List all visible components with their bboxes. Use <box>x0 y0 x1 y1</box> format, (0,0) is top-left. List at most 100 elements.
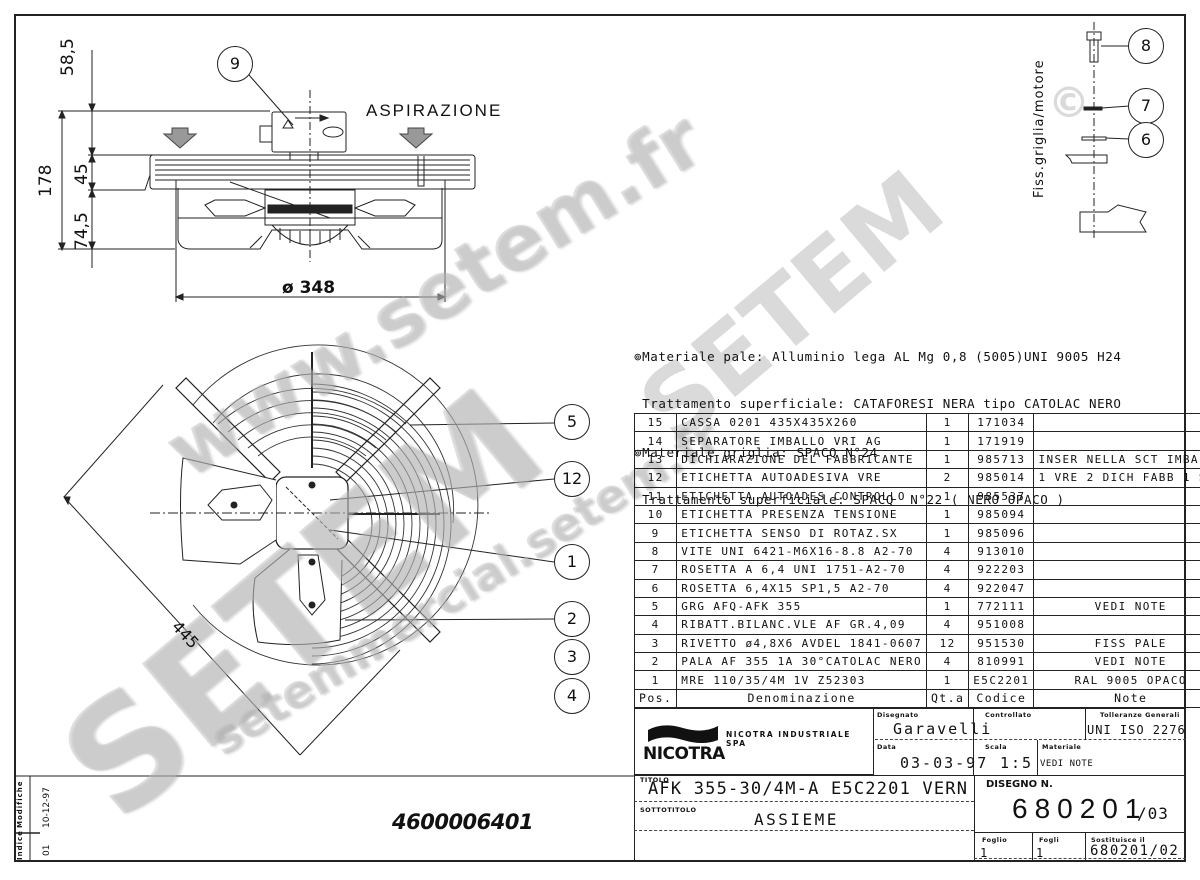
row-denominazione: ETICHETTA AUTOADESIVA VRE <box>676 468 927 488</box>
row-note <box>1033 412 1200 433</box>
row-note <box>1033 504 1200 525</box>
row-codice: 985713 <box>968 449 1035 470</box>
value-fogli: 1 <box>1036 846 1046 860</box>
value-data: 03-03-97 <box>900 754 989 772</box>
company-cell: NICOTRA NICOTRA INDUSTRIALE SPA <box>634 708 874 775</box>
row-pos: 2 <box>633 652 678 672</box>
label-sostituisce: Sostituisce il <box>1091 836 1146 844</box>
row-pos: 9 <box>633 523 678 543</box>
divider <box>634 830 974 831</box>
divider <box>875 739 1186 740</box>
row-note: VEDI NOTE <box>1033 596 1200 617</box>
value-revision: /03 <box>1137 804 1169 823</box>
top-view-fan <box>58 50 476 302</box>
dim-diameter-348: ø 348 <box>282 278 336 298</box>
row-pos: 14 <box>633 431 678 451</box>
balloon-3: 3 <box>554 639 590 675</box>
label-materiale: Materiale <box>1042 743 1082 751</box>
label-indice: Indice <box>16 830 24 860</box>
row-pos: 5 <box>633 596 678 617</box>
dim-74-5: 74,5 <box>72 212 92 250</box>
row-note: FISS PALE <box>1033 633 1200 654</box>
balloon-12: 12 <box>554 461 590 497</box>
row-note: RAL 9005 OPACO <box>1033 670 1200 690</box>
row-note <box>1033 523 1200 543</box>
row-pos: 6 <box>633 578 678 598</box>
value-sostituisce: 680201/02 <box>1090 843 1180 859</box>
row-pos: 3 <box>633 633 678 654</box>
dim-178: 178 <box>36 164 56 197</box>
divider <box>634 775 1186 776</box>
row-pos: 8 <box>633 541 678 562</box>
row-qty: 1 <box>925 504 970 525</box>
dim-45: 45 <box>72 163 92 185</box>
note-line: ⊚Materiale pale: Alluminio lega AL Mg 0,… <box>634 349 1122 364</box>
label-titolo: TITOLO <box>640 776 670 784</box>
row-note <box>1033 431 1200 451</box>
row-codice: 985014 <box>968 468 1035 488</box>
divider <box>1032 832 1033 862</box>
row-codice: 810991 <box>968 652 1035 672</box>
row-qty: 12 <box>925 633 970 654</box>
value-disegno: 680201 <box>1012 793 1148 824</box>
row-qty: 1 <box>925 431 970 451</box>
header-codice: Codice <box>968 688 1035 709</box>
company-name: NICOTRA INDUSTRIALE SPA <box>726 730 851 748</box>
header-pos: Pos. <box>633 688 678 709</box>
row-codice: 985537 <box>968 486 1035 506</box>
aspiration-label: ASPIRAZIONE <box>366 101 503 120</box>
balloon-5: 5 <box>554 404 590 440</box>
row-denominazione: MRE 110/35/4M 1V Z52303 <box>676 670 927 690</box>
revision-index: 01 <box>42 844 52 856</box>
row-denominazione: RIBATT.BILANC.VLE AF GR.4,09 <box>676 615 927 635</box>
row-note <box>1033 615 1200 635</box>
label-foglio: Foglio <box>982 836 1008 844</box>
row-note: 1 VRE 2 DICH FABB 1 SCT <box>1033 468 1200 488</box>
value-tolleranze: UNI ISO 22768/v <box>1087 723 1185 737</box>
row-denominazione: ROSETTA 6,4X15 SP1,5 A2-70 <box>676 578 927 598</box>
row-denominazione: ROSETTA A 6,4 UNI 1751-A2-70 <box>676 560 927 580</box>
row-pos: 4 <box>633 615 678 635</box>
detail-fixing-view <box>1064 22 1147 240</box>
row-pos: 13 <box>633 449 678 470</box>
row-codice: 985094 <box>968 504 1035 525</box>
row-denominazione: PALA AF 355 1A 30°CATOLAC NERO <box>676 652 927 672</box>
row-codice: 985096 <box>968 523 1035 543</box>
row-qty: 1 <box>925 670 970 690</box>
row-pos: 1 <box>633 670 678 690</box>
label-controllato: Controllato <box>985 711 1032 719</box>
row-qty: 1 <box>925 449 970 470</box>
row-note: VEDI NOTE <box>1033 652 1200 672</box>
label-modifiche: Modifiche <box>16 780 24 828</box>
row-qty: 1 <box>925 523 970 543</box>
balloon-9: 9 <box>217 46 253 82</box>
header-qty: Qt.a <box>925 688 970 709</box>
balloon-4: 4 <box>554 678 590 714</box>
row-denominazione: DICHIARAZIONE DEL FABBRICANTE <box>676 449 927 470</box>
divider <box>1037 740 1038 775</box>
row-codice: 951530 <box>968 633 1035 654</box>
row-codice: 913010 <box>968 541 1035 562</box>
value-titolo: AFK 355-30/4M-A E5C2201 VERN <box>648 779 969 799</box>
row-codice: 922203 <box>968 560 1035 580</box>
row-codice: E5C2201 <box>968 670 1035 690</box>
row-denominazione: SEPARATORE IMBALLO VRI AG <box>676 431 927 451</box>
row-note <box>1033 541 1200 562</box>
row-denominazione: ETICHETTA SENSO DI ROTAZ.SX <box>676 523 927 543</box>
row-note <box>1033 560 1200 580</box>
balloon-6: 6 <box>1128 122 1164 158</box>
row-qty: 4 <box>925 615 970 635</box>
divider <box>974 832 1186 833</box>
divider <box>973 708 974 775</box>
row-pos: 15 <box>633 412 678 433</box>
row-pos: 12 <box>633 468 678 488</box>
row-qty: 4 <box>925 578 970 598</box>
